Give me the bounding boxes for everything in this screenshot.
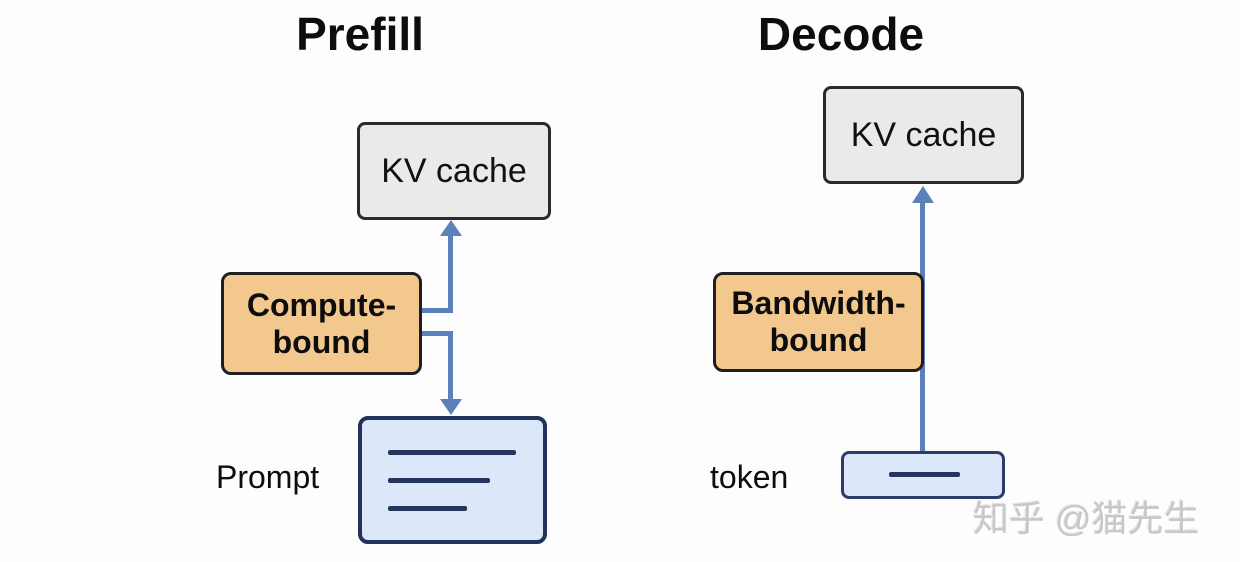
decode-kv-cache-label: KV cache (850, 115, 997, 154)
prompt-document-box (358, 416, 547, 544)
prompt-label: Prompt (216, 459, 320, 495)
prefill-upper-connector-line (421, 308, 453, 313)
compute-bound-label-line2: bound (272, 323, 371, 360)
decode-title: Decode (757, 8, 925, 60)
bandwidth-bound-label-line1: Bandwidth- (731, 285, 906, 322)
prompt-text-line-2 (388, 478, 490, 483)
compute-bound-box: Compute- bound (221, 272, 422, 375)
token-box (841, 451, 1005, 499)
prompt-text-line-3 (388, 506, 467, 511)
prefill-lower-connector-line (421, 331, 453, 336)
compute-bound-label-line1: Compute- (246, 286, 397, 323)
watermark: 知乎 @猫先生 (973, 498, 1200, 539)
token-label: token (710, 459, 789, 495)
bandwidth-bound-label-line2: bound (769, 322, 868, 358)
bandwidth-bound-box: Bandwidth- bound (713, 272, 924, 372)
prefill-down-arrow-line (448, 333, 453, 400)
prefill-title: Prefill (296, 8, 424, 60)
prefill-kv-cache-label: KV cache (381, 151, 527, 190)
prefill-kv-cache-box: KV cache (357, 122, 551, 220)
arrowhead-up-icon (912, 186, 934, 203)
token-text-line (889, 472, 960, 477)
prefill-up-arrow-line (448, 234, 453, 311)
decode-kv-cache-box: KV cache (823, 86, 1024, 184)
arrowhead-up-icon (440, 220, 462, 236)
prompt-text-line-1 (388, 450, 516, 455)
arrowhead-down-icon (440, 399, 462, 415)
